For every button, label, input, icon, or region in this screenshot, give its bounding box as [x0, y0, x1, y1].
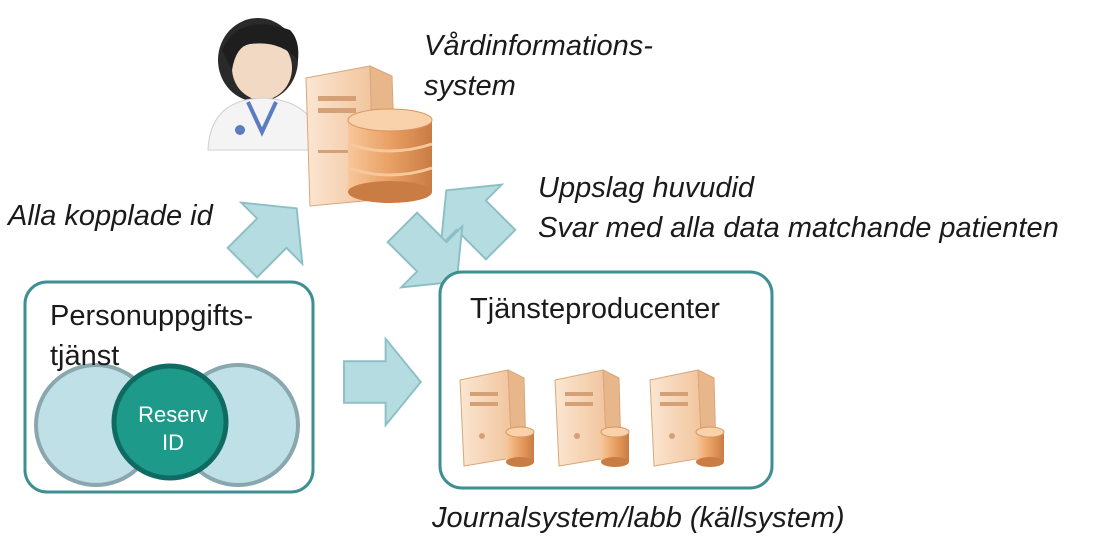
vardinformationssystem-label-line2: system	[424, 70, 516, 102]
svar-label: Svar med alla data matchande patienten	[538, 212, 1059, 244]
reserv-id-circle	[111, 363, 229, 481]
journalsystem-label: Journalsystem/labb (källsystem)	[432, 502, 845, 534]
personuppgiftstjanst-label-line2: tjänst	[50, 340, 120, 372]
arrow-from-tjp-to-vis	[439, 183, 517, 261]
server-icon	[649, 369, 725, 467]
server-database-icon	[305, 65, 433, 207]
server-icon	[459, 369, 535, 467]
uppslag-huvudid-label: Uppslag huvudid	[538, 172, 755, 204]
reserv-id-label-line2: ID	[162, 430, 184, 455]
alla-kopplade-id-label: Alla kopplade id	[8, 200, 213, 232]
arrow-from-vis-to-tjp	[386, 211, 464, 289]
tjansteproducenter-label: Tjänsteproducenter	[470, 293, 720, 325]
server-icon	[554, 369, 630, 467]
doctor-icon	[207, 18, 321, 151]
vardinformationssystem-label-line1: Vårdinformations-	[424, 30, 653, 62]
arrow-pers-to-tjp	[343, 336, 423, 428]
reserv-id-label-line1: Reserv	[138, 402, 208, 427]
personuppgiftstjanst-label-line1: Personuppgifts-	[50, 300, 254, 332]
arrow-to-vis-left	[226, 201, 304, 279]
